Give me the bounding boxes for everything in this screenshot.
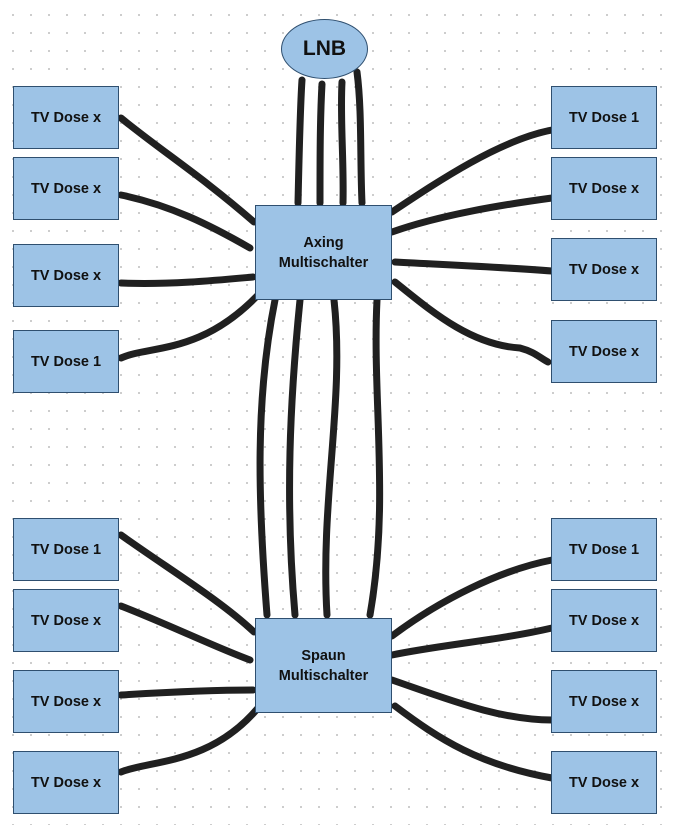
outlet-top-left-3: TV Dose x: [13, 244, 119, 307]
spaun-multischalter: Spaun Multischalter: [255, 618, 392, 713]
cable-spaun-bl-3: [117, 686, 257, 699]
outlet-bottom-right-3: TV Dose x: [551, 670, 657, 733]
axing-line1: Axing: [303, 234, 344, 251]
outlet-label: TV Dose x: [568, 612, 640, 629]
cable-axing-tr-3: [391, 258, 556, 275]
outlet-bottom-left-2: TV Dose x: [13, 589, 119, 652]
cable-spaun-br-3: [388, 676, 556, 724]
outlet-bottom-right-4: TV Dose x: [551, 751, 657, 814]
cable-spaun-br-4: [391, 702, 556, 782]
outlet-label: TV Dose 1: [568, 541, 640, 558]
outlet-label: TV Dose 1: [30, 541, 102, 558]
outlet-top-left-2: TV Dose x: [13, 157, 119, 220]
axing-line2: Multischalter: [278, 254, 369, 271]
outlet-top-right-1: TV Dose 1: [551, 86, 657, 149]
cable-spaun-br-1: [388, 556, 556, 640]
outlet-label: TV Dose 1: [568, 109, 640, 126]
cable-axing-tl-1: [117, 114, 258, 226]
outlet-label: TV Dose 1: [30, 353, 102, 370]
cable-axing-tr-4: [391, 278, 552, 366]
spaun-line1: Spaun: [301, 647, 346, 664]
outlet-label: TV Dose x: [30, 693, 102, 710]
outlet-top-left-1: TV Dose x: [13, 86, 119, 149]
outlet-top-left-4: TV Dose 1: [13, 330, 119, 393]
outlet-bottom-left-3: TV Dose x: [13, 670, 119, 733]
outlet-bottom-left-1: TV Dose 1: [13, 518, 119, 581]
cable-axing-tr-1: [388, 126, 556, 216]
cable-spaun-bl-2: [117, 602, 254, 664]
cable-axing-spaun-4: [366, 296, 384, 619]
lnb-node: LNB: [281, 19, 368, 79]
outlet-top-right-3: TV Dose x: [551, 238, 657, 301]
outlet-label: TV Dose x: [568, 774, 640, 791]
cable-lnb-axing-1: [294, 76, 306, 207]
outlet-label: TV Dose x: [568, 261, 640, 278]
cable-lnb-axing-3: [337, 78, 347, 207]
cable-axing-spaun-3: [322, 296, 341, 619]
cable-spaun-br-2: [388, 624, 556, 659]
cable-axing-tl-3: [117, 273, 257, 287]
cable-axing-tl-2: [117, 191, 254, 252]
cable-axing-tr-2: [388, 194, 556, 236]
lnb-label: LNB: [302, 37, 347, 60]
cable-lnb-axing-2: [316, 80, 326, 207]
outlet-top-right-2: TV Dose x: [551, 157, 657, 220]
outlet-label: TV Dose x: [30, 109, 102, 126]
outlet-label: TV Dose x: [30, 267, 102, 284]
outlet-bottom-right-1: TV Dose 1: [551, 518, 657, 581]
cable-axing-spaun-1: [256, 296, 279, 619]
outlet-bottom-left-4: TV Dose x: [13, 751, 119, 814]
outlet-label: TV Dose x: [30, 774, 102, 791]
cable-axing-spaun-2: [286, 296, 304, 619]
cable-spaun-bl-4: [117, 704, 262, 776]
cable-spaun-bl-1: [117, 531, 258, 636]
spaun-line2: Multischalter: [278, 667, 369, 684]
outlet-top-right-4: TV Dose x: [551, 320, 657, 383]
outlet-label: TV Dose x: [30, 612, 102, 629]
outlet-bottom-right-2: TV Dose x: [551, 589, 657, 652]
outlet-label: TV Dose x: [568, 693, 640, 710]
outlet-label: TV Dose x: [30, 180, 102, 197]
axing-multischalter: Axing Multischalter: [255, 205, 392, 300]
outlet-label: TV Dose x: [568, 343, 640, 360]
cable-lnb-axing-4: [353, 68, 366, 207]
outlet-label: TV Dose x: [568, 180, 640, 197]
cable-axing-tl-4: [117, 291, 262, 362]
